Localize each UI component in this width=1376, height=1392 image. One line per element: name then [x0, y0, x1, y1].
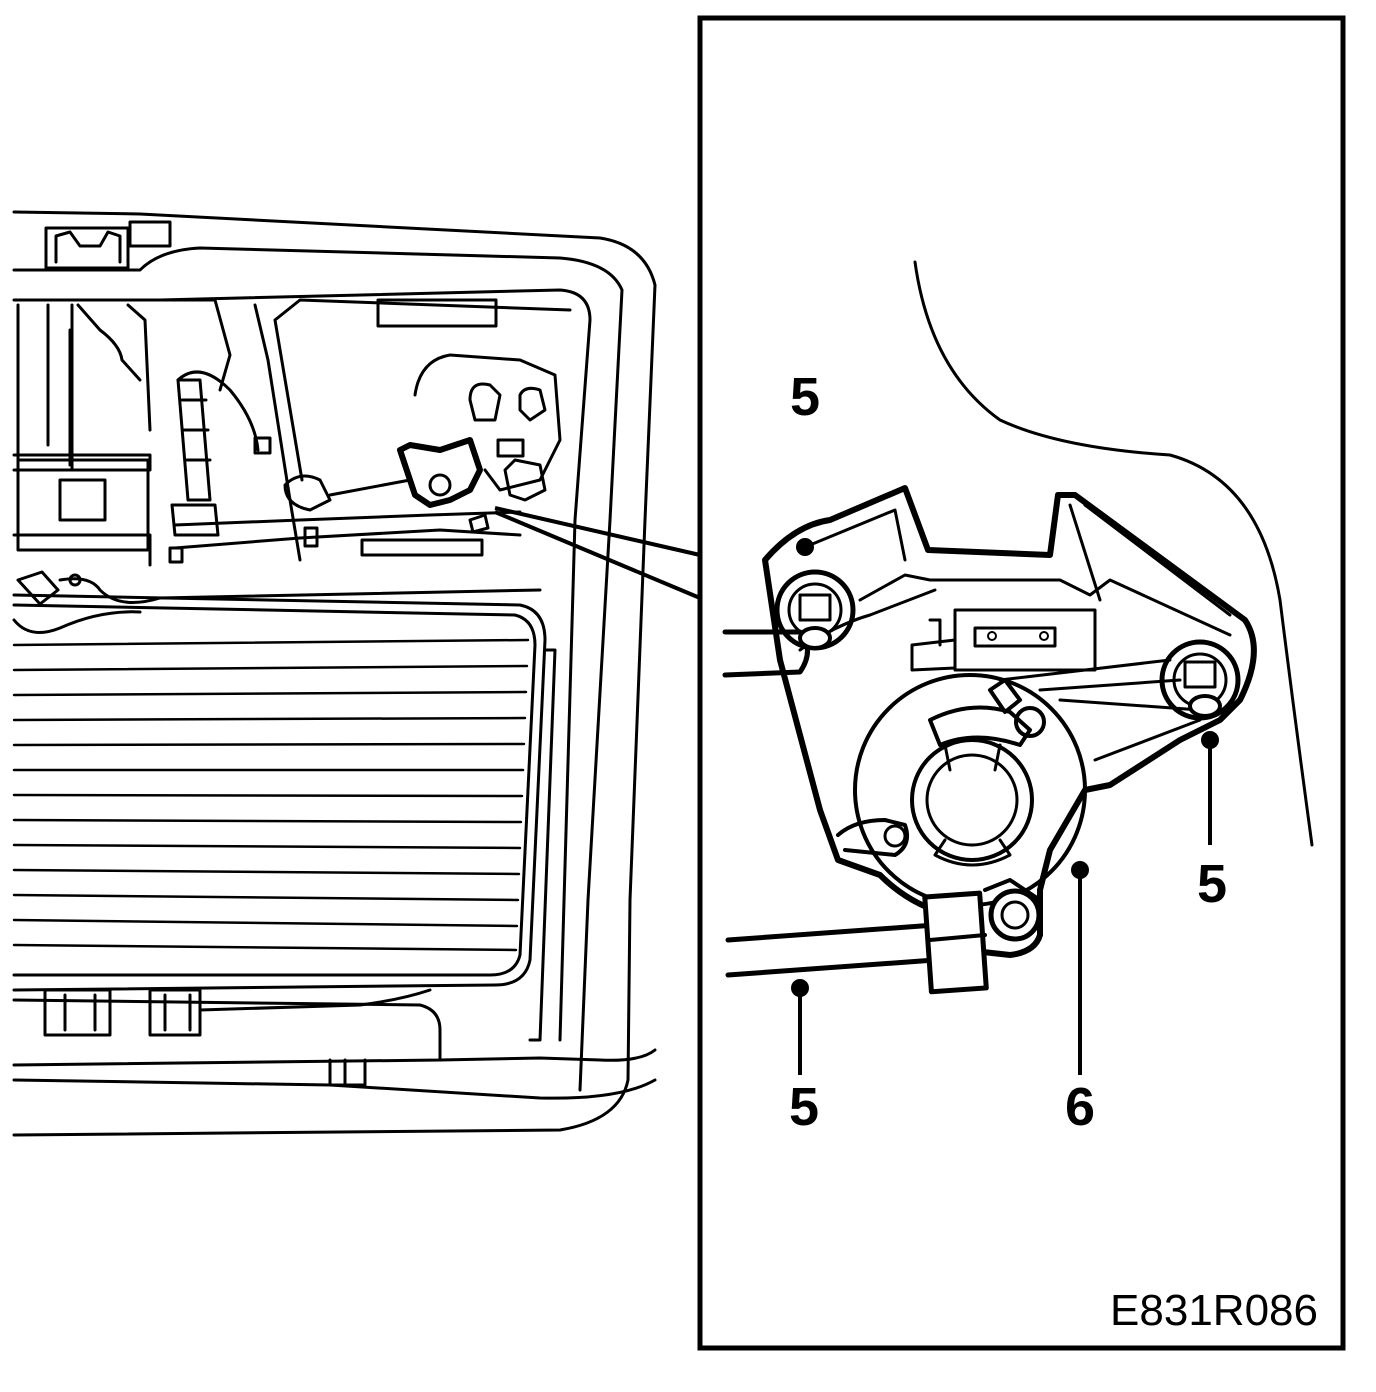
lamp-detail [722, 260, 1314, 995]
callout-screw-bottom-left: 5 [789, 1077, 819, 1137]
lock-module [16, 458, 150, 552]
body-panel-edge [913, 260, 1314, 847]
lamp-housing [762, 485, 1257, 958]
rear-window [12, 593, 547, 992]
detail-pointer [494, 506, 701, 600]
wire-clip [922, 890, 989, 995]
tailgate-outer-edge [12, 210, 657, 1137]
tailgate-inner-edge [12, 246, 624, 1092]
screw-top-left [774, 569, 856, 651]
heater-lines [12, 638, 530, 952]
figure-code: E831R086 [1110, 1286, 1318, 1335]
tailgate-overview [12, 210, 657, 1137]
callout-screw-top-left: 5 [790, 367, 820, 427]
callout-leaders [791, 538, 1219, 1075]
callout-screw-right: 5 [1197, 854, 1227, 914]
socket-ring-inner [910, 738, 1034, 862]
rear-lamp-small [397, 437, 483, 508]
lower-wire [725, 922, 938, 978]
bottom-trim-clips [43, 988, 202, 1037]
callout-lamp-holder: 6 [1065, 1077, 1095, 1137]
screw-right [1159, 639, 1241, 721]
